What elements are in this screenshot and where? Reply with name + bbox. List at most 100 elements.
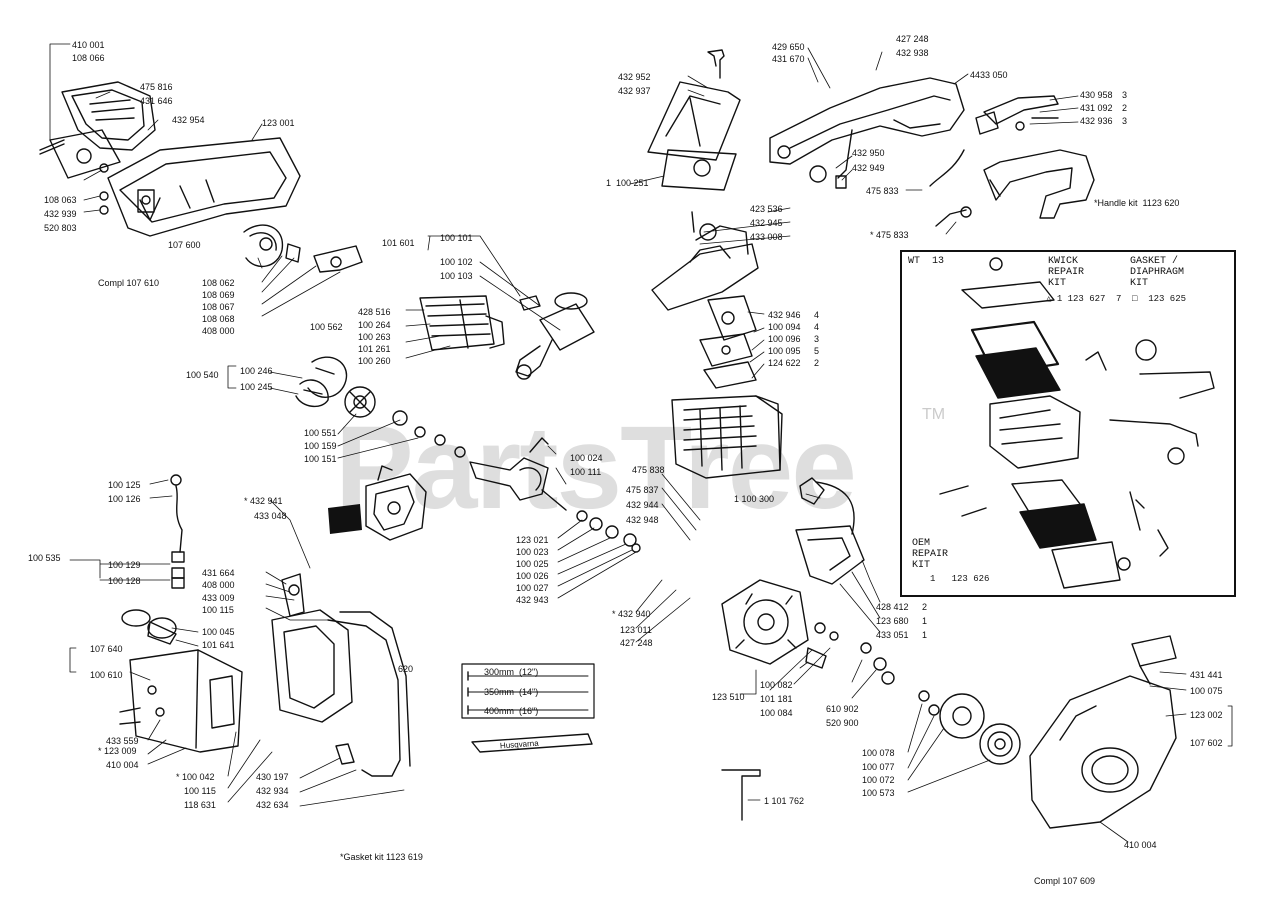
- part-label: 432 949: [852, 163, 885, 173]
- chassis-drawing: [271, 573, 353, 723]
- part-label: 100 562: [310, 322, 343, 332]
- part-label: 100 023: [516, 547, 549, 557]
- part-label: 432 937: [618, 86, 651, 96]
- carburetor-kit-box: [900, 250, 1236, 597]
- muffler-drawing: [419, 295, 505, 351]
- kit-parts-drawing: [939, 257, 1215, 589]
- part-label: 107 600: [168, 240, 201, 250]
- quantity-label: 4: [814, 310, 820, 320]
- part-label: 100 126: [108, 494, 141, 504]
- part-label: 108 067: [202, 302, 235, 312]
- part-label: 100 045: [202, 627, 235, 637]
- washer-drawing: [99, 205, 109, 215]
- part-label: 100 095: [768, 346, 801, 356]
- assembly-label: Compl 107 609: [1034, 876, 1096, 886]
- part-label: 432 634: [256, 800, 289, 810]
- part-label: 408 000: [202, 580, 235, 590]
- part-label: 101 641: [202, 640, 235, 650]
- part-label: 100 084: [760, 708, 793, 718]
- part-label: 431 646: [140, 96, 173, 106]
- part-label: 100 094: [768, 322, 801, 332]
- kwick-kit-title: KWICK REPAIR KIT: [1048, 256, 1085, 289]
- fuel-cap-drawing: [121, 609, 177, 645]
- quantity-label: 1: [922, 616, 928, 626]
- ignition-module-drawing: [795, 477, 865, 585]
- part-label: 430 197: [256, 772, 289, 782]
- starter-housing-drawing: [1029, 635, 1177, 829]
- part-label: 433 008: [750, 232, 783, 242]
- chain-brake-drawing: [243, 224, 363, 273]
- part-label: 475 837: [626, 485, 659, 495]
- part-label: 123 510: [712, 692, 745, 702]
- tank-drawing: [119, 649, 243, 753]
- quantity-label: 2: [814, 358, 820, 368]
- part-label: 100 026: [516, 571, 549, 581]
- part-label: 427 248: [896, 34, 929, 44]
- clutch-drawing: [295, 356, 348, 407]
- part-label: 100 125: [108, 480, 141, 490]
- partstree-watermark: PartsTree: [335, 402, 857, 534]
- part-label: 101 261: [358, 344, 391, 354]
- part-label: * 432 940: [612, 609, 651, 619]
- bearings-drawing: [576, 510, 641, 553]
- piston-drawing: [515, 292, 595, 380]
- part-label: 108 066: [72, 53, 105, 63]
- carburetor-drawing: [699, 295, 757, 389]
- part-label: 433 051: [876, 630, 909, 640]
- quantity-label: 1: [922, 630, 928, 640]
- bar-length-chart-drawing: [461, 663, 595, 753]
- part-label: 100 103: [440, 271, 473, 281]
- part-label: 410 004: [1124, 840, 1157, 850]
- part-label: 123 021: [516, 535, 549, 545]
- kit-note: *Gasket kit 1123 619: [340, 852, 423, 862]
- part-label: 100 115: [184, 786, 216, 796]
- part-label: 408 000: [202, 326, 235, 336]
- part-label: 432 943: [516, 595, 549, 605]
- part-label: 432 952: [618, 72, 651, 82]
- part-label: 108 069: [202, 290, 235, 300]
- part-label: 410 004: [106, 760, 139, 770]
- part-label: * 100 042: [176, 772, 215, 782]
- assembly-label: Compl 107 610: [98, 278, 160, 288]
- part-label: 100 245: [240, 382, 273, 392]
- part-label: 100 025: [516, 559, 549, 569]
- crankcase-cover-drawing: [107, 137, 301, 237]
- part-label: 410 001: [72, 40, 105, 50]
- part-label: 432 934: [256, 786, 289, 796]
- part-label: 432 945: [750, 218, 783, 228]
- part-label: 107 640: [90, 644, 123, 654]
- quantity-label: 2: [1122, 103, 1128, 113]
- part-label: 100 573: [862, 788, 895, 798]
- part-label: 1 101 762: [764, 796, 805, 806]
- screw-drawing: [39, 139, 65, 155]
- part-label: 475 833: [866, 186, 899, 196]
- quantity-label: 3: [1122, 90, 1128, 100]
- flywheel-pawls-drawing: [805, 622, 895, 685]
- part-label: 108 068: [202, 314, 235, 324]
- part-label: 4433 050: [970, 70, 1008, 80]
- oem-kit-number: 1 123 626: [930, 574, 990, 584]
- oil-pump-drawing: [365, 465, 427, 541]
- part-label: 100 096: [768, 334, 801, 344]
- air-filter-drawing: [661, 149, 737, 191]
- part-label: 432 950: [852, 148, 885, 158]
- part-label: 100 027: [516, 583, 549, 593]
- part-label: 123 001: [262, 118, 295, 128]
- part-label: 610 902: [826, 704, 859, 714]
- quantity-label: 3: [814, 334, 820, 344]
- part-label: 100 263: [358, 332, 391, 342]
- part-label: 124 622: [768, 358, 801, 368]
- trademark-mark: TM: [922, 406, 946, 423]
- part-label: 101 181: [760, 694, 793, 704]
- part-label: 123 002: [1190, 710, 1223, 720]
- part-label: 108 062: [202, 278, 235, 288]
- chain-cover-drawing: [49, 81, 156, 179]
- part-label: 100 159: [304, 441, 337, 451]
- part-label: 100 024: [570, 453, 603, 463]
- part-label: 100 535: [28, 553, 61, 563]
- quantity-label: 3: [1122, 116, 1128, 126]
- gasket-drawing: [328, 504, 362, 534]
- part-label: 432 936: [1080, 116, 1113, 126]
- part-label: 431 664: [202, 568, 235, 578]
